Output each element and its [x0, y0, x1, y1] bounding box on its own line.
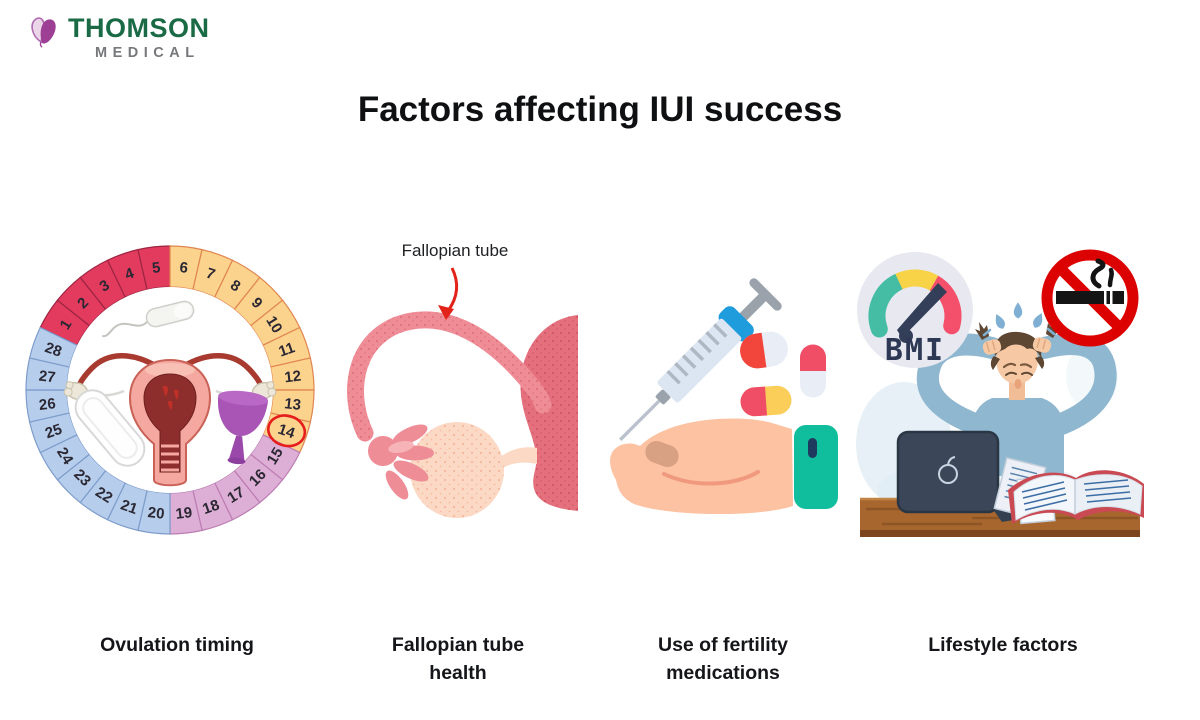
fimbriae [368, 424, 434, 500]
fallopian-tube-illustration [347, 267, 578, 518]
cycle-day-number: 20 [147, 504, 165, 523]
page-title: Factors affecting IUI success [357, 90, 843, 129]
logo-division-text: MEDICAL [95, 45, 200, 62]
cycle-day-number: 12 [284, 368, 302, 387]
caption-lifestyle-factors: Lifestyle factors [928, 634, 1078, 656]
cycle-day-number: 21 [118, 496, 139, 518]
cycle-day-number: 17 [225, 484, 248, 507]
cycle-day-number: 10 [262, 313, 285, 336]
cycle-day-number: 6 [179, 259, 189, 277]
lifestyle-illustration: BMI [856, 249, 1144, 537]
open-book-icon [1008, 470, 1144, 524]
cycle-day-number: 25 [43, 421, 64, 443]
fallopian-tube-annotation: Fallopian tube [401, 241, 509, 260]
capsule-pink-yellow-icon [739, 384, 793, 418]
caption-fallopian-tube: Fallopian tube health [391, 634, 525, 684]
capsule-red-white-icon [737, 329, 791, 371]
cycle-day-number: 19 [175, 504, 193, 523]
butterfly-icon [31, 17, 56, 48]
medications-illustration [610, 278, 838, 515]
thomson-medical-logo: THOMSON MEDICAL [28, 14, 210, 61]
ovary-ligament [500, 447, 537, 468]
panel-fallopian-tube [335, 235, 600, 520]
caption-fertility-medications: Use of fertility medications [657, 634, 789, 684]
cycle-day-number: 11 [277, 339, 298, 360]
tampon-icon [102, 300, 195, 338]
uterus-illustration [63, 353, 277, 487]
cycle-day-number: 18 [200, 496, 221, 518]
ovary [410, 422, 504, 518]
capsule-pink-white-icon [800, 344, 826, 398]
bmi-gauge-icon: BMI [857, 252, 973, 368]
ovulation-day-highlight-ring [266, 414, 307, 448]
pill-bottle-icon [794, 425, 838, 509]
cycle-day-number: 13 [283, 395, 301, 414]
panel-fertility-medications [606, 266, 861, 521]
sweat-drops-icon [982, 302, 1056, 337]
cycle-day-number: 5 [151, 259, 161, 277]
no-smoking-icon [1041, 249, 1139, 347]
menstrual-cup-icon [217, 390, 269, 465]
bmi-label: BMI [885, 333, 945, 368]
cycle-day-number: 28 [42, 339, 63, 361]
fallopian-tube-shape [347, 311, 552, 442]
cycle-day-number: 26 [38, 395, 56, 414]
uterus-mass [520, 315, 578, 511]
cycle-day-number: 22 [92, 484, 115, 507]
cycle-day-number: 27 [38, 368, 56, 387]
caption-ovulation-timing: Ovulation timing [100, 634, 254, 656]
logo-brand-text: THOMSON [68, 13, 210, 43]
syringe-icon [619, 278, 782, 441]
panel-lifestyle-factors: BMI [852, 246, 1148, 538]
pad-icon [74, 389, 146, 467]
annotation-arrow-icon [438, 267, 459, 320]
cycle-day-number: 15 [264, 445, 287, 468]
cycle-day-number: 14 [276, 421, 298, 443]
hand-icon [610, 418, 793, 515]
